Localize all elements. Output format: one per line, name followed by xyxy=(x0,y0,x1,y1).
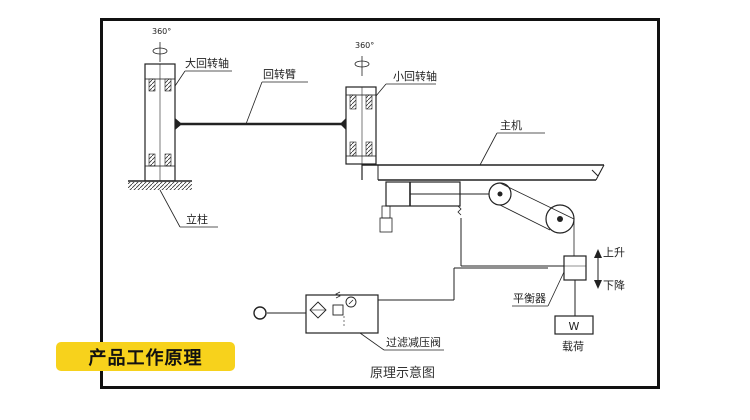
filter-regulator-label: 过滤减压阀 xyxy=(386,335,441,349)
rotary-arm-label: 回转臂 xyxy=(263,67,296,81)
product-principle-banner: 产品工作原理 xyxy=(56,342,235,371)
weight-symbol: W xyxy=(569,320,580,333)
main-unit-label: 主机 xyxy=(500,118,522,132)
large-rotary-axis-label: 大回转轴 xyxy=(185,56,229,70)
balancer xyxy=(563,255,587,316)
pressure-gauge-icon xyxy=(345,296,357,308)
small-rotary-axis xyxy=(345,56,377,165)
main-unit-beam xyxy=(361,164,605,181)
up-label: 上升 xyxy=(603,246,625,259)
up-down-arrow-icon xyxy=(594,249,602,289)
rotary-arm xyxy=(175,118,346,130)
large-rotary-axis xyxy=(128,42,192,190)
large-axis-angle-label: 360° xyxy=(152,27,171,36)
filter-regulator-valve xyxy=(305,291,379,334)
rotation-arrow-icon xyxy=(354,60,370,68)
small-axis-angle-label: 360° xyxy=(355,41,374,50)
air-inlet-icon xyxy=(253,306,267,320)
column-label: 立柱 xyxy=(186,212,208,226)
pulley-lower xyxy=(545,204,575,234)
diagram-caption: 原理示意图 xyxy=(370,365,435,381)
down-label: 下降 xyxy=(603,278,625,292)
pulley-upper xyxy=(488,182,512,206)
balancer-label: 平衡器 xyxy=(513,292,546,305)
pneumatic-cylinder xyxy=(379,181,500,233)
load-weight: W xyxy=(554,315,594,335)
small-rotary-axis-label: 小回转轴 xyxy=(393,69,437,83)
rotation-arrow-icon xyxy=(152,47,168,55)
load-label: 载荷 xyxy=(562,340,584,353)
